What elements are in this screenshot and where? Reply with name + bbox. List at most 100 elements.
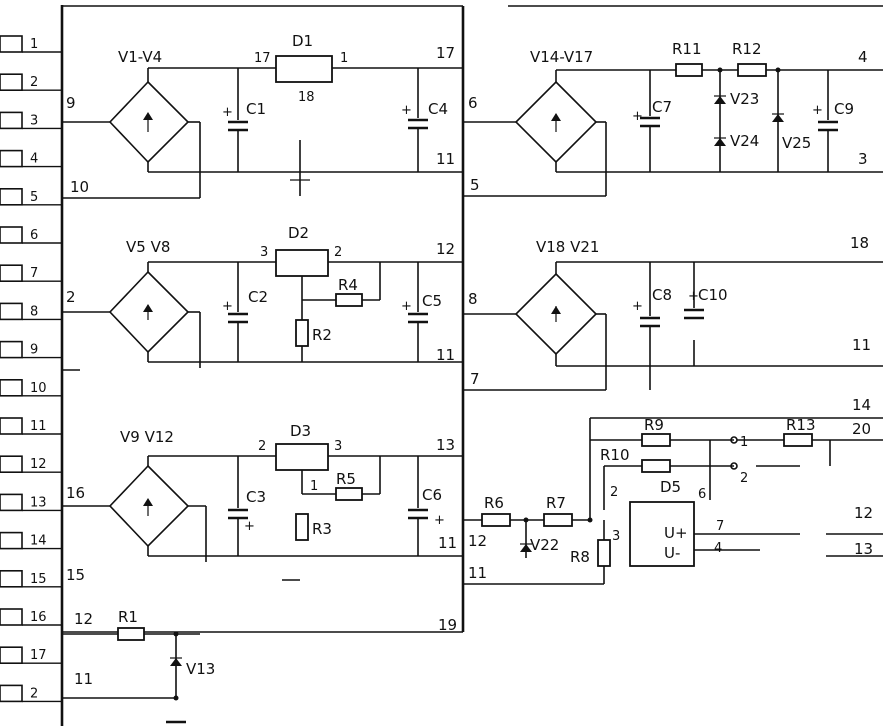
connector-pin-label: 2 [30,75,38,90]
svg-text:1: 1 [340,51,348,66]
res-label: R12 [732,40,762,58]
res-label: R5 [336,470,356,488]
pin-label: 20 [852,420,871,438]
block-r1-v13: 12 R1 V13 11 19 [62,608,457,724]
connector-pin: 4 [0,149,62,168]
connector-pin-label: 12 [30,457,47,472]
connector-pin-label: 15 [30,572,47,587]
block-v9-v12: V9 V12 16 15 + C3 D3 2 3 1 R5 R3 + C6 13… [62,422,463,584]
svg-text:+: + [434,513,445,528]
pin-label: 6 [468,94,478,112]
resistor-r3 [295,513,309,541]
cap-label: C4 [428,100,448,118]
pin-label: 16 [66,484,85,502]
connector-pin: 3 [0,111,62,130]
resistor-r7 [543,513,573,527]
connector-pin: 2 [0,73,62,91]
svg-text:18: 18 [298,90,315,105]
resistor-r11 [675,63,703,77]
connector-pin-label: 5 [30,190,38,205]
bridge-label: V5 V8 [126,238,170,256]
connector-pin-label: 2 [30,686,38,701]
pin-label: 11 [468,564,487,582]
pin-label: 2 [66,288,76,306]
connector-pin: 8 [0,302,62,321]
res-label: R3 [312,520,332,538]
cap-label: C5 [422,292,442,310]
resistor-r8 [597,539,611,567]
pin-label: 11 [852,336,871,354]
res-label: R13 [786,416,816,434]
svg-text:2: 2 [610,485,618,500]
connector-pin: 7 [0,264,62,283]
zener-v13 [170,658,182,666]
pin-label: 4 [858,48,868,66]
resistor-r4 [335,293,363,307]
svg-text:+: + [401,103,412,118]
bridge-rectifier [108,80,190,164]
cap-label: C2 [248,288,268,306]
pin-label: 12 [468,532,487,550]
bridge-label: V9 V12 [120,428,174,446]
block-v18-v21: V18 V21 8 7 18 11 + C8 + C10 [463,234,883,391]
component-label: V25 [782,134,811,152]
pin-label: 5 [470,176,480,194]
block-opamp: 12 11 R6 V22 R7 R8 3 14 R9 R10 2 D5 U [463,396,883,585]
component-label: D2 [288,224,309,242]
pin-label: 13 [436,436,455,454]
svg-text:+: + [222,299,233,314]
res-label: R8 [570,548,590,566]
res-label: R10 [600,446,630,464]
block-v14-v17: V14-V17 6 5 + C7 R11 R12 V23 V24 V25 [463,40,883,197]
component-label: V24 [730,132,759,150]
zener-v22 [520,544,532,552]
pin-label: 9 [66,94,76,112]
svg-text:+: + [222,105,233,120]
connector-pin: 2 [0,684,62,703]
connector-pin-label: 11 [30,419,47,434]
connector-pin: 11 [0,417,62,435]
pin-label: 15 [66,566,85,584]
connector-pin: 5 [0,188,62,206]
svg-text:3: 3 [612,529,620,544]
diode-d1 [275,55,333,83]
connector-pin: 6 [0,226,62,244]
res-label: R9 [644,416,664,434]
connector-pin: 14 [0,531,62,550]
connector-pin: 16 [0,608,62,626]
res-label: R2 [312,326,332,344]
connector-pin-label: 10 [30,381,47,396]
component-label: D5 [660,478,681,496]
res-label: R7 [546,494,566,512]
pin-label: 8 [468,290,478,308]
svg-text:1: 1 [740,435,748,450]
svg-text:+: + [244,519,255,534]
connector-pin-label: 9 [30,343,38,358]
svg-text:3: 3 [334,439,342,454]
pin-label: 7 [470,370,480,388]
connector-pin-label: 16 [30,610,47,625]
connector-pin-label: 14 [30,534,47,549]
connector-pin: 1 [0,35,62,53]
svg-text:4: 4 [714,541,722,556]
pin-label: 13 [854,540,873,558]
svg-text:3: 3 [260,245,268,260]
connector-pin: 15 [0,569,62,588]
pin-label: 12 [436,240,455,258]
connector-pin-label: 1 [30,37,38,52]
pin-label: 12 [74,610,93,628]
svg-text:+: + [401,299,412,314]
res-label: R1 [118,608,138,626]
svg-text:1: 1 [310,479,318,494]
bridge-label: V18 V21 [536,238,599,256]
svg-text:2: 2 [258,439,266,454]
svg-text:+: + [632,109,643,124]
block-v1-v4: V1-V4 9 10 + C1 D1 17 1 18 + C4 17 11 [62,32,463,199]
svg-text:+: + [632,299,643,314]
pin-label: 17 [436,44,455,62]
cap-label: C7 [652,98,672,116]
resistor-r1 [117,627,145,641]
res-label: R11 [672,40,702,58]
connector-pin-label: 7 [30,266,38,281]
